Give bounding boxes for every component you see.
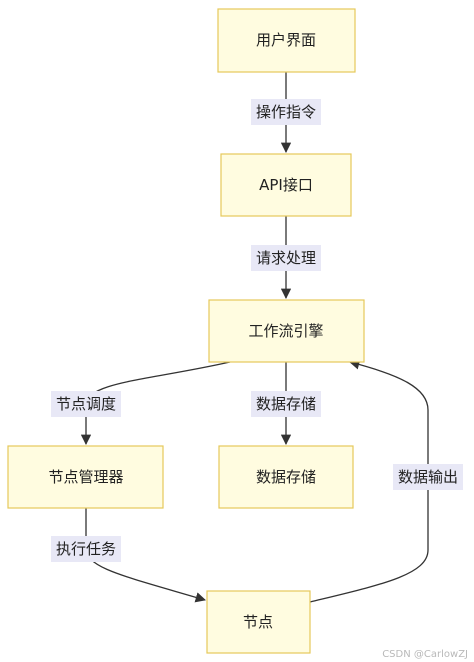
node-label: API接口 — [259, 176, 313, 194]
node-label: 节点管理器 — [48, 468, 123, 486]
node-node-manager[interactable]: 节点管理器 — [7, 445, 164, 509]
edge-label-text: 节点调度 — [56, 395, 116, 413]
edge-label-ui-to-api: 操作指令 — [251, 99, 321, 125]
node-node[interactable]: 节点 — [206, 590, 311, 654]
edge-label-text: 数据输出 — [398, 468, 458, 486]
edge-label-api-to-engine: 请求处理 — [251, 245, 321, 271]
node-label: 工作流引擎 — [248, 322, 323, 340]
edge-label-engine-to-storage: 数据存储 — [251, 391, 321, 417]
edge-label-text: 执行任务 — [56, 540, 116, 558]
node-api[interactable]: API接口 — [220, 153, 352, 217]
node-label: 数据存储 — [256, 468, 316, 486]
node-label: 用户界面 — [256, 31, 316, 49]
edge-label-node-to-engine: 数据输出 — [393, 464, 463, 490]
edge-label-engine-to-manager: 节点调度 — [51, 391, 121, 417]
edge-label-text: 请求处理 — [256, 249, 316, 267]
node-storage[interactable]: 数据存储 — [218, 445, 354, 509]
edge-label-text: 操作指令 — [256, 103, 316, 121]
node-label: 节点 — [243, 613, 273, 631]
node-ui[interactable]: 用户界面 — [217, 8, 356, 73]
watermark: CSDN @CarlowZJ — [382, 649, 468, 660]
edge-node-to-engine — [309, 359, 429, 603]
edge-label-manager-to-node: 执行任务 — [51, 536, 121, 562]
edge-label-text: 数据存储 — [256, 395, 316, 413]
node-engine[interactable]: 工作流引擎 — [208, 299, 365, 363]
